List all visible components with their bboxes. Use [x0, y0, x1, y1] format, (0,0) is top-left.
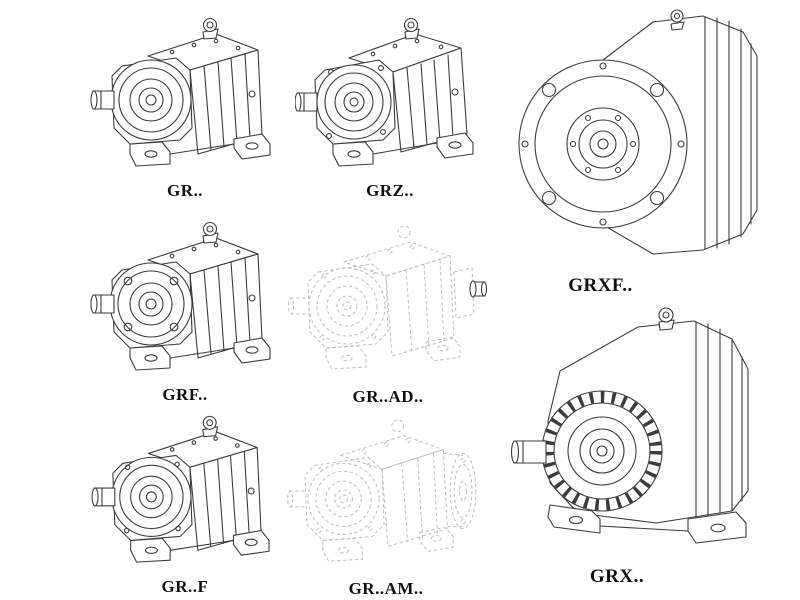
product-cell-grz: GRZ.. [295, 8, 485, 201]
product-label-grxf: GRXF.. [568, 275, 633, 296]
product-cell-gram: GR..AM.. [286, 408, 486, 599]
gearbox-drawing-grfoot [91, 415, 270, 563]
gearbox-drawing-grad [288, 225, 488, 370]
product-cell-grx: GRX.. [498, 305, 788, 588]
gearbox-drawing-grx [510, 307, 749, 544]
product-cell-grfoot: GR..F [90, 406, 280, 597]
product-label-grfoot: GR..F [161, 577, 209, 596]
product-cell-grad: GR..AD.. [288, 214, 488, 407]
gearbox-drawing-grf [90, 221, 271, 371]
product-label-gr: GR.. [167, 181, 203, 200]
gearbox-drawing-grxf [517, 9, 758, 255]
product-label-grf: GRF.. [162, 385, 208, 404]
product-label-grz: GRZ.. [366, 181, 414, 200]
gearbox-drawing-gr [90, 17, 271, 167]
product-label-grad: GR..AD.. [352, 387, 424, 406]
gearbox-drawing-grz [295, 17, 474, 167]
product-cell-grxf: GRXF.. [500, 4, 785, 297]
product-label-gram: GR..AM.. [348, 579, 424, 598]
product-cell-gr: GR.. [90, 8, 280, 201]
product-label-grx: GRX.. [589, 566, 645, 587]
product-cell-grf: GRF.. [90, 212, 280, 405]
gearbox-drawing-gram [287, 419, 477, 562]
